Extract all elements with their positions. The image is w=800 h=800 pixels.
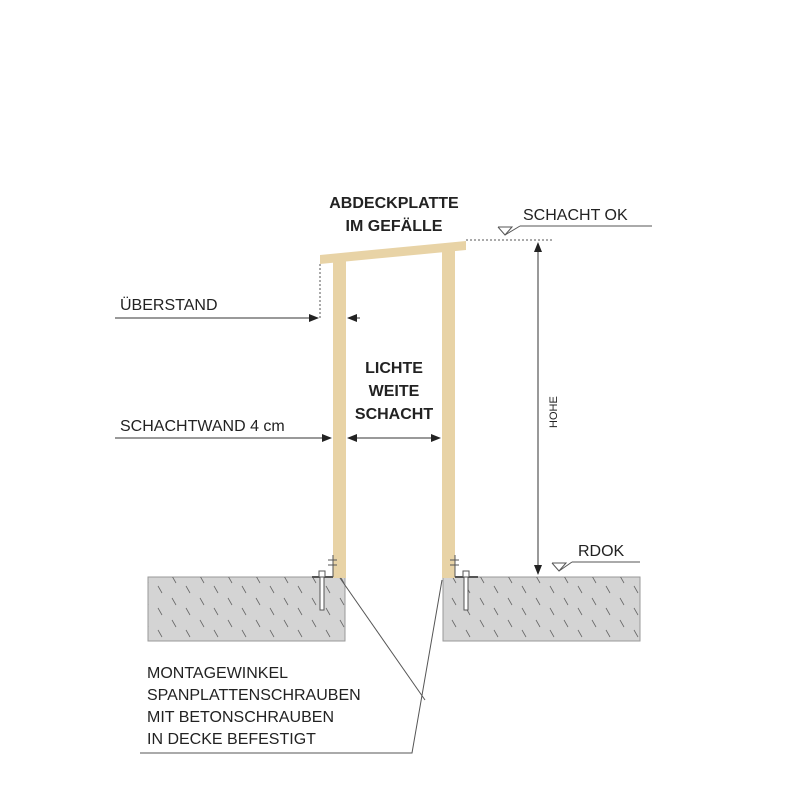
clear-width-label-2: WEITE <box>369 383 420 400</box>
level-marker-shaft-top <box>497 225 652 236</box>
clear-width-label-3: SCHACHT <box>355 406 433 423</box>
level-marker-floor <box>551 561 640 572</box>
height-label: HOHE <box>548 396 560 428</box>
mounting-bracket-right <box>450 555 478 611</box>
clear-width-label-1: LICHTE <box>365 360 423 377</box>
mounting-bracket-left <box>312 555 337 611</box>
shaft-wall-left <box>333 258 346 578</box>
concrete-slab-left <box>147 576 346 642</box>
floor-label: RDOK <box>578 543 625 560</box>
concrete-slab-right <box>442 576 641 642</box>
mount-label-1: MONTAGEWINKEL <box>147 665 288 682</box>
mount-label-2: SPANPLATTENSCHRAUBEN <box>147 687 361 704</box>
wall-label: SCHACHTWAND 4 cm <box>120 418 285 435</box>
shaft-wall-right <box>442 249 455 578</box>
cover-plate-label-2: IM GEFÄLLE <box>346 217 443 235</box>
cover-plate <box>320 241 466 264</box>
mount-label-4: IN DECKE BEFESTIGT <box>147 731 316 748</box>
mount-label-3: MIT BETONSCHRAUBEN <box>147 709 334 726</box>
overhang-label: ÜBERSTAND <box>120 296 218 314</box>
cover-plate-label: ABDECKPLATTE <box>329 195 459 212</box>
shaft-top-label: SCHACHT OK <box>523 207 628 224</box>
leader-line-mount <box>140 579 443 754</box>
